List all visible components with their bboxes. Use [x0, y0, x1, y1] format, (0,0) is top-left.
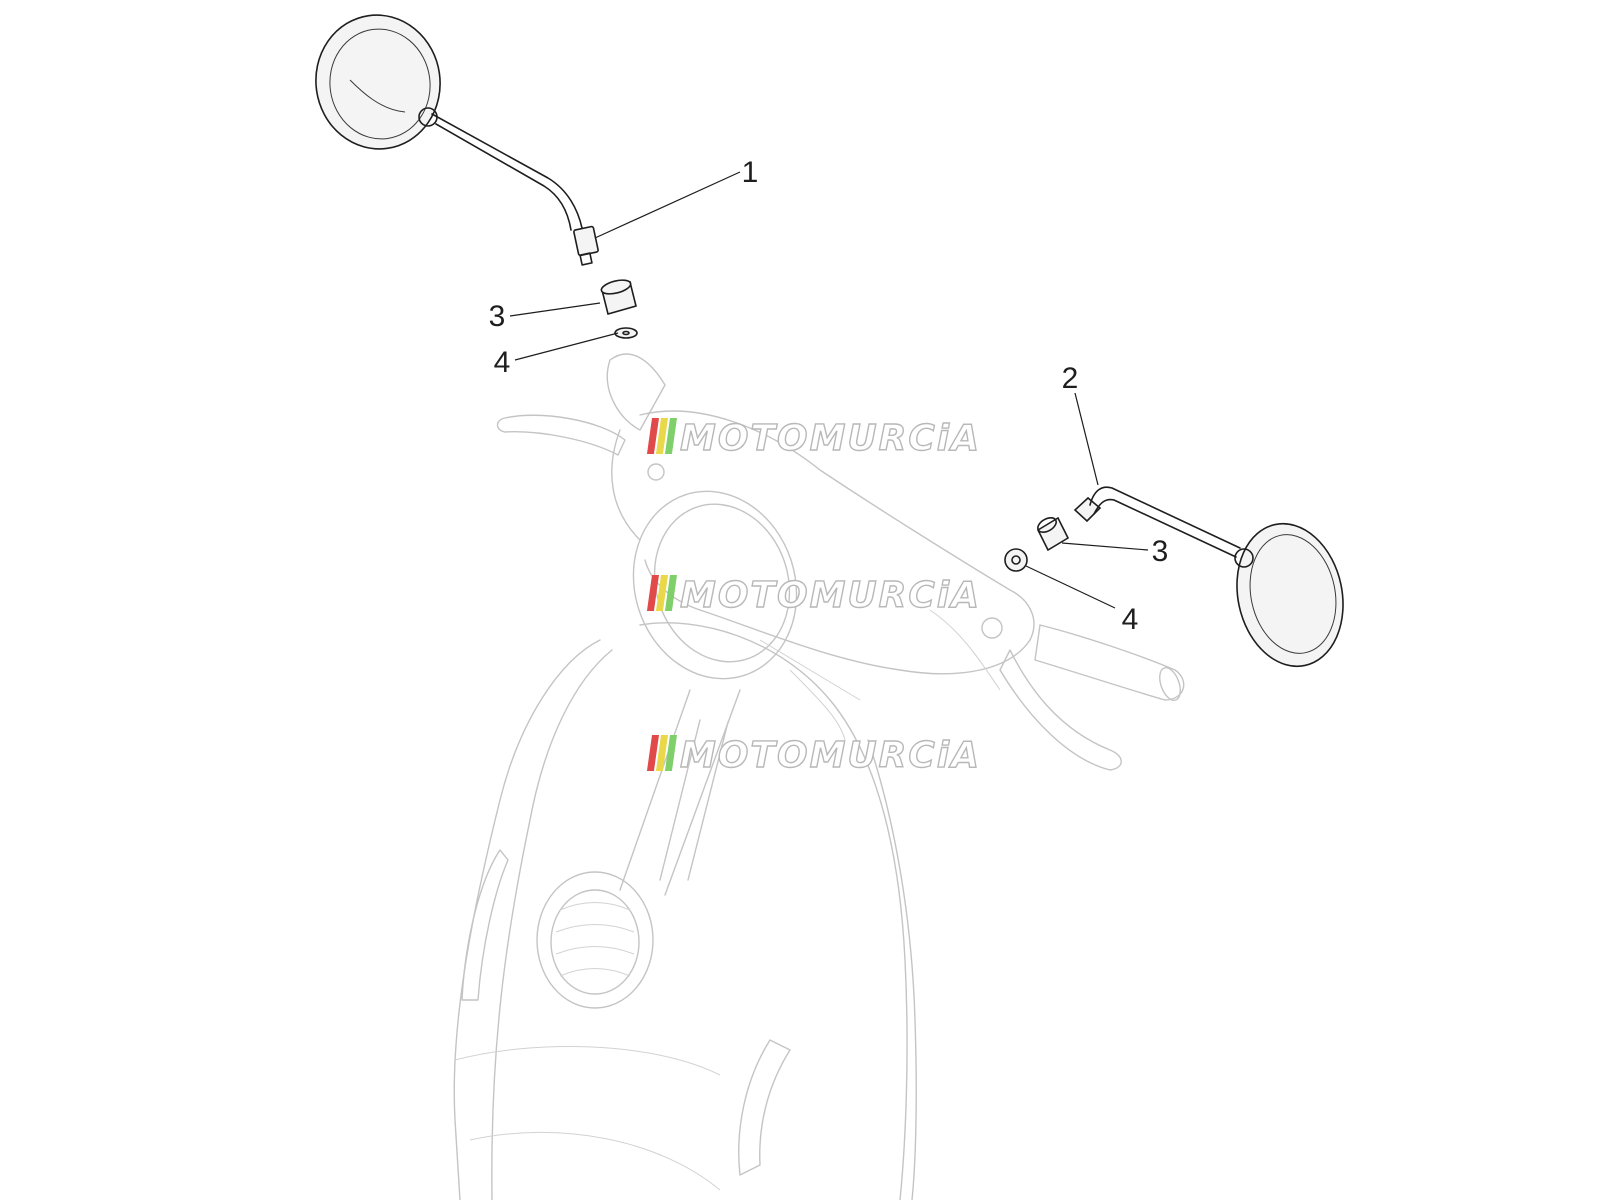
callout-3-right: 3	[1152, 535, 1169, 568]
leader-lines	[509, 171, 1149, 609]
watermark-text: MOTOMURCiA	[680, 418, 981, 459]
left-washer[interactable]	[614, 327, 638, 339]
leader-line-2	[1074, 392, 1099, 486]
callout-3-left: 3	[489, 300, 506, 333]
left-adapter-nut[interactable]	[600, 278, 637, 315]
watermark-1: MOTOMURCiA	[646, 417, 981, 460]
leader-line-1	[594, 171, 741, 239]
watermark-text: MOTOMURCiA	[680, 735, 981, 776]
watermark-2: MOTOMURCiA	[646, 574, 981, 617]
callout-4-right: 4	[1122, 603, 1139, 636]
leader-line-4-right	[1025, 565, 1116, 609]
mirror-glass	[315, 14, 441, 150]
left-mirror[interactable]	[307, 7, 599, 266]
right-washer[interactable]	[1004, 548, 1028, 572]
watermark-text: MOTOMURCiA	[680, 575, 981, 616]
callout-2: 2	[1062, 362, 1079, 395]
leader-line-3-left	[509, 302, 601, 317]
leader-line-4-left	[514, 332, 619, 361]
callout-4-left: 4	[494, 346, 511, 379]
callout-1: 1	[742, 156, 759, 189]
watermark-3: MOTOMURCiA	[646, 734, 981, 777]
leader-line-3-right	[1061, 542, 1149, 551]
right-mirror[interactable]	[1073, 486, 1356, 676]
scooter-ghost-outline	[453, 353, 1185, 1200]
right-adapter-nut[interactable]	[1035, 515, 1070, 552]
